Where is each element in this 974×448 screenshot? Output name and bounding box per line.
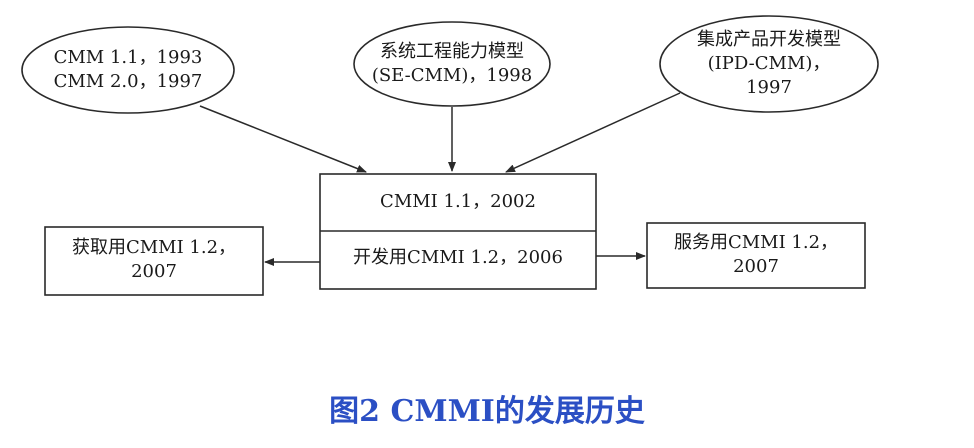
ipd-cmm-label: 集成产品开发模型 (IPD-CMM)， 1997 <box>669 28 869 100</box>
se-cmm-label-line-2: (SE-CMM)，1998 <box>371 65 533 86</box>
arrow-cmm-to-cmmi <box>199 105 367 173</box>
ipd-cmm-ellipse <box>659 15 879 113</box>
arrow-ipd-cmm-to-cmmi <box>505 92 681 173</box>
figure-caption: 图2 CMMI的发展历史 <box>329 394 645 429</box>
services-label-line-2: 2007 <box>733 256 779 277</box>
se-cmm-label-line-1: 系统工程能力模型 <box>380 41 524 62</box>
acquisition-box <box>44 226 264 296</box>
acquisition-label: 获取用CMMI 1.2， 2007 <box>45 236 263 284</box>
services-box <box>646 222 866 289</box>
acquisition-label-line-2: 2007 <box>131 261 177 282</box>
cmm-ellipse <box>21 26 235 114</box>
se-cmm-ellipse <box>353 21 551 107</box>
cmmi-top-label: CMMI 1.1，2002 <box>380 191 536 212</box>
se-cmm-label: 系统工程能力模型 (SE-CMM)，1998 <box>352 40 552 88</box>
cmmi-bottom-label: 开发用CMMI 1.2，2006 <box>353 247 563 268</box>
ipd-cmm-label-line-1: 集成产品开发模型 <box>697 29 841 50</box>
acquisition-label-line-1: 获取用CMMI 1.2， <box>71 237 237 258</box>
cmm-label: CMM 1.1，1993 CMM 2.0，1997 <box>28 46 228 94</box>
services-label: 服务用CMMI 1.2， 2007 <box>647 231 865 279</box>
services-label-line-1: 服务用CMMI 1.2， <box>673 232 839 253</box>
ipd-cmm-label-line-2: (IPD-CMM)， <box>707 53 831 74</box>
cmm-label-line-1: CMM 1.1，1993 <box>53 47 203 68</box>
cmm-label-line-2: CMM 2.0，1997 <box>53 71 203 92</box>
ipd-cmm-label-line-3: 1997 <box>746 77 792 98</box>
